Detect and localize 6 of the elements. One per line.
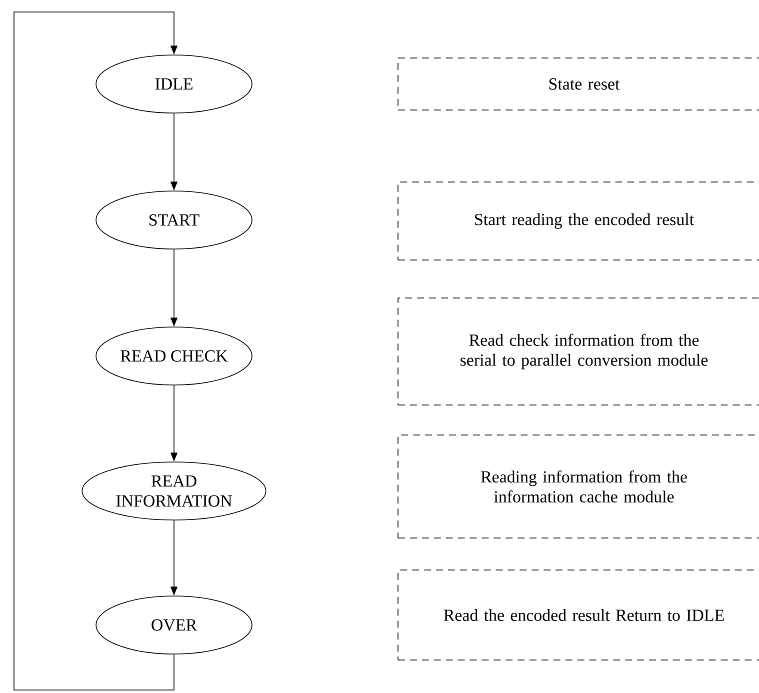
dashed-note-box: Read the encoded result Return to IDLE: [398, 570, 759, 660]
arrow: [14, 12, 178, 690]
dashed-note-box: Start reading the encoded result: [398, 182, 759, 260]
dashed-note-box: Reading information from the information cache module: [398, 434, 759, 538]
dashed-note-box: Read check information from the serial to parallel conversion module: [398, 298, 759, 406]
dashed-note-box: State reset: [398, 58, 759, 110]
